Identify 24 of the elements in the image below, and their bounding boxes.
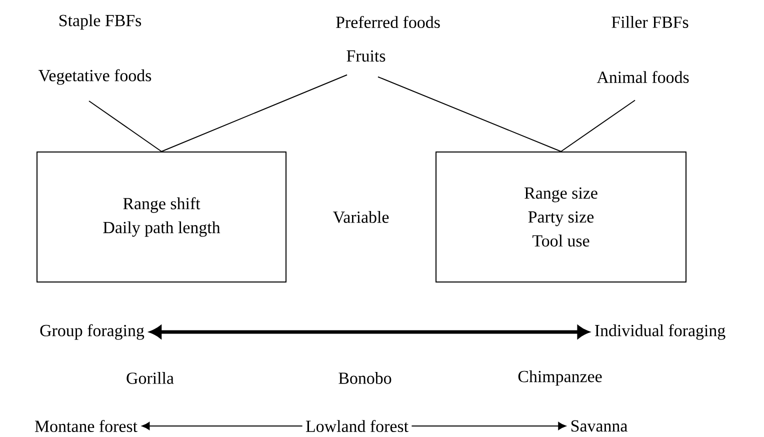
label-text: Preferred foods	[336, 16, 440, 28]
connector-line	[161, 74, 348, 152]
category-label: Lowland forest	[306, 420, 408, 432]
label-text: Chimpanzee	[518, 370, 602, 386]
label-text: Gorilla	[126, 372, 174, 384]
connector-line	[378, 76, 562, 152]
connector-line	[88, 100, 162, 152]
arrow	[142, 422, 303, 430]
arrow	[150, 326, 589, 338]
food-label: Fruits	[346, 50, 386, 62]
food-label: Vegetative foods	[38, 69, 152, 85]
category-label: Individual foraging	[595, 324, 726, 340]
variable-box: Range shift Daily path length	[36, 152, 286, 282]
category-label: Montane forest	[35, 420, 138, 432]
arrow	[411, 422, 566, 430]
connector-line	[560, 100, 636, 152]
label-text: Staple FBFs	[60, 14, 142, 30]
label-text: Variable	[332, 211, 389, 223]
variable-box: Range size Party size Tool use	[436, 152, 686, 282]
label-text: Bonobo	[338, 372, 392, 384]
label-text: Filler FBFs	[612, 16, 688, 28]
category-label: Savanna	[571, 420, 628, 432]
category-label: Group foraging	[40, 324, 144, 340]
food-label: Animal foods	[596, 70, 689, 84]
